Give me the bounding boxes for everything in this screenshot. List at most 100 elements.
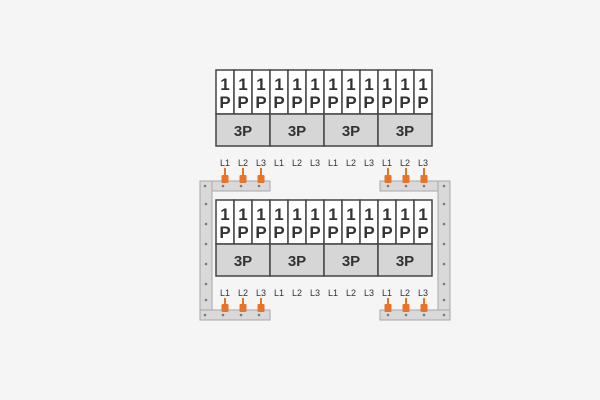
three-pole-breaker [323, 243, 379, 277]
single-pole-label-top: 1 [256, 75, 265, 94]
phase-label-l3: L3 [364, 158, 374, 168]
single-pole-label-top: 1 [382, 75, 391, 94]
terminal-wire [387, 168, 389, 176]
three-pole-label: 3P [342, 123, 360, 140]
phase-label-l2: L2 [346, 288, 356, 298]
terminal-connector [239, 175, 247, 183]
terminal-wire [224, 298, 226, 305]
phase-label-l2: L2 [238, 158, 248, 168]
terminal-connector [420, 175, 428, 183]
terminal-connector [257, 175, 265, 183]
phase-label-l1: L1 [274, 158, 284, 168]
single-pole-label-top: 1 [238, 75, 247, 94]
single-pole-label-top: 1 [220, 75, 229, 94]
phase-label-l2: L2 [292, 158, 302, 168]
phase-label-l1: L1 [220, 288, 230, 298]
phase-label-l3: L3 [310, 158, 320, 168]
phase-label-l3: L3 [364, 288, 374, 298]
terminal-connector [384, 175, 392, 183]
single-pole-label-top: 1 [346, 205, 355, 224]
single-pole-label-bottom: P [381, 93, 392, 112]
single-pole-label-bottom: P [417, 223, 428, 242]
phase-label-l1: L1 [328, 288, 338, 298]
single-pole-label-top: 1 [364, 75, 373, 94]
terminal-connector [384, 304, 392, 312]
single-pole-label-bottom: P [219, 223, 230, 242]
terminal-wire [423, 168, 425, 176]
terminal-wire [224, 168, 226, 176]
busbar-rivet [204, 282, 208, 286]
single-pole-label-bottom: P [291, 223, 302, 242]
busbar-rivet [442, 202, 446, 206]
terminal-wire [260, 168, 262, 176]
busbar-bottom-left [199, 309, 271, 321]
terminal-connector [221, 304, 229, 312]
single-pole-label-bottom: P [363, 93, 374, 112]
busbar-rivet [203, 184, 207, 188]
terminal-connector [420, 304, 428, 312]
single-pole-label-bottom: P [237, 223, 248, 242]
single-pole-label-bottom: P [327, 223, 338, 242]
phase-label-l1: L1 [220, 158, 230, 168]
single-pole-label-bottom: P [237, 93, 248, 112]
single-pole-label-bottom: P [309, 223, 320, 242]
single-pole-label-bottom: P [345, 223, 356, 242]
phase-label-l1: L1 [382, 158, 392, 168]
phase-label-l2: L2 [292, 288, 302, 298]
single-pole-label-bottom: P [399, 93, 410, 112]
three-pole-label: 3P [288, 253, 306, 270]
busbar-rivet [257, 184, 261, 188]
three-pole-breaker [377, 113, 433, 147]
busbar-rivet [442, 298, 446, 302]
single-pole-label-bottom: P [417, 93, 428, 112]
three-pole-label: 3P [234, 123, 252, 140]
terminal-connector [402, 175, 410, 183]
phase-label-l2: L2 [238, 288, 248, 298]
single-pole-label-top: 1 [310, 75, 319, 94]
busbar-rivet [239, 184, 243, 188]
busbar-rivet [442, 262, 446, 266]
busbar-rivet [422, 184, 426, 188]
single-pole-label-top: 1 [220, 205, 229, 224]
busbar-rivet [404, 184, 408, 188]
busbar-rivet [239, 313, 243, 317]
single-pole-label-top: 1 [274, 205, 283, 224]
busbar-rivet [442, 313, 446, 317]
busbar-rivet [386, 184, 390, 188]
single-pole-label-top: 1 [274, 75, 283, 94]
terminal-wire [260, 298, 262, 305]
busbar-rivet [221, 184, 225, 188]
single-pole-label-top: 1 [400, 205, 409, 224]
busbar-rivet [442, 242, 446, 246]
busbar-rivet [203, 313, 207, 317]
phase-label-l2: L2 [400, 158, 410, 168]
terminal-wire [423, 298, 425, 305]
phase-label-l3: L3 [418, 288, 428, 298]
terminal-connector [239, 304, 247, 312]
terminal-wire [242, 168, 244, 176]
busbar-rivet [442, 282, 446, 286]
busbar-rivet [422, 313, 426, 317]
single-pole-label-bottom: P [327, 93, 338, 112]
three-pole-breaker [269, 113, 325, 147]
phase-label-l3: L3 [310, 288, 320, 298]
busbar-rivet [404, 313, 408, 317]
busbar-rivet [204, 242, 208, 246]
terminal-wire [405, 168, 407, 176]
single-pole-label-bottom: P [381, 223, 392, 242]
single-pole-label-top: 1 [292, 75, 301, 94]
single-pole-label-top: 1 [364, 205, 373, 224]
busbar-bottom-right [379, 309, 451, 321]
phase-label-l2: L2 [346, 158, 356, 168]
single-pole-label-bottom: P [363, 223, 374, 242]
single-pole-label-top: 1 [238, 205, 247, 224]
single-pole-label-bottom: P [273, 223, 284, 242]
three-pole-label: 3P [396, 123, 414, 140]
single-pole-label-bottom: P [255, 223, 266, 242]
busbar-frame [199, 180, 451, 321]
